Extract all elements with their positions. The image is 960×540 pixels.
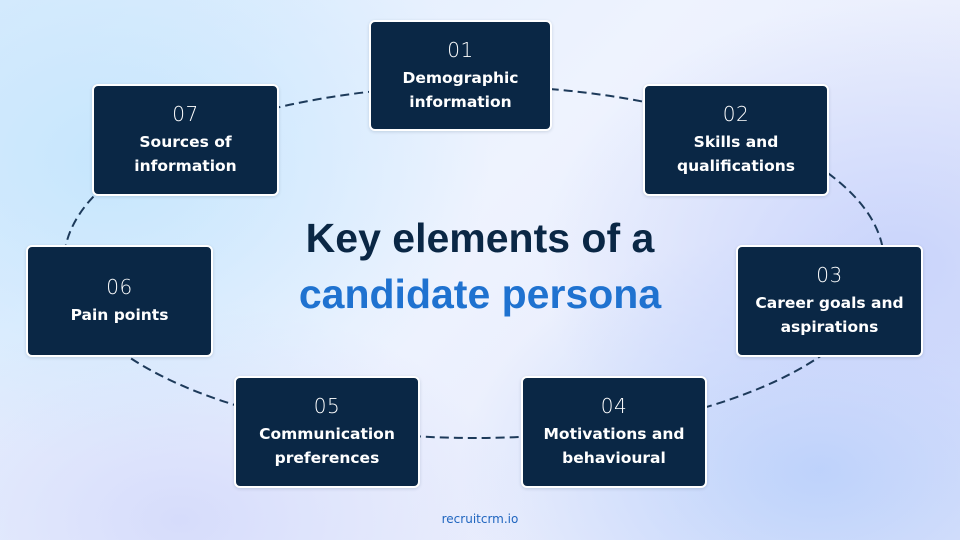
node-number: 02 — [722, 102, 750, 126]
node-number: 05 — [313, 394, 341, 418]
node-05-communication-preferences: 05 Communication preferences — [234, 376, 420, 488]
title-line-1: Key elements of a — [305, 215, 655, 261]
node-label-line2: preferences — [274, 449, 380, 467]
node-label: Skills and qualifications — [673, 130, 799, 178]
node-number: 07 — [172, 102, 199, 126]
node-label-line2: behavioural — [562, 449, 666, 467]
node-label: Communication preferences — [255, 422, 399, 470]
node-label: Sources of information — [130, 130, 240, 178]
node-label: Career goals and aspirations — [751, 291, 907, 339]
node-label: Demographic information — [398, 66, 522, 114]
node-02-skills-and-qualifications: 02 Skills and qualifications — [643, 84, 829, 196]
node-label-line1: Skills and — [693, 133, 779, 151]
node-label-line1: Demographic — [402, 68, 519, 87]
node-04-motivations-and-behavioural: 04 Motivations and behavioural — [521, 376, 707, 488]
node-number: 01 — [447, 37, 474, 62]
node-07-sources-of-information: 07 Sources of information — [92, 84, 279, 196]
node-01-demographic-information: 01 Demographic information — [369, 20, 552, 131]
node-label-line1: Career goals and — [755, 294, 904, 312]
node-number: 06 — [106, 275, 133, 299]
node-label: Pain points — [67, 303, 173, 327]
node-label-line1: Communication — [259, 425, 395, 443]
node-label-line1: Motivations and — [543, 425, 685, 443]
node-03-career-goals-and-aspirations: 03 Career goals and aspirations — [736, 245, 923, 357]
brand-footer: recruitcrm.io — [441, 512, 519, 526]
node-label-line2: aspirations — [780, 318, 879, 336]
node-label-line2: information — [409, 92, 512, 111]
node-number: 04 — [600, 394, 628, 418]
node-label-line2: qualifications — [677, 157, 795, 175]
node-label-line1: Pain points — [70, 306, 169, 324]
node-06-pain-points: 06 Pain points — [26, 245, 213, 357]
node-label: Motivations and behavioural — [540, 422, 689, 470]
title-line-2: candidate persona — [298, 271, 662, 317]
node-number: 03 — [816, 263, 843, 287]
node-label-line1: Sources of — [139, 133, 232, 151]
node-label-line2: information — [134, 157, 237, 175]
